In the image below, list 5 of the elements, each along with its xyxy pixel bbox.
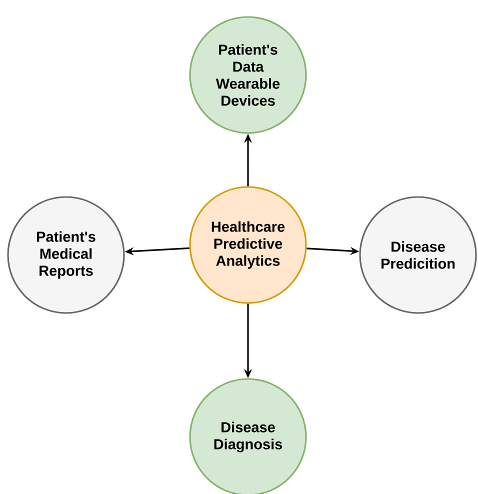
circle-node: Disease Predicition [359,196,477,314]
circle-node: Patient's Medical Reports [7,196,125,314]
circle-node: Healthcare Predictive Analytics [189,186,307,304]
circle-node: Disease Diagnosis [189,378,307,494]
circle-node: Patient's Data Wearable Devices [189,16,307,134]
